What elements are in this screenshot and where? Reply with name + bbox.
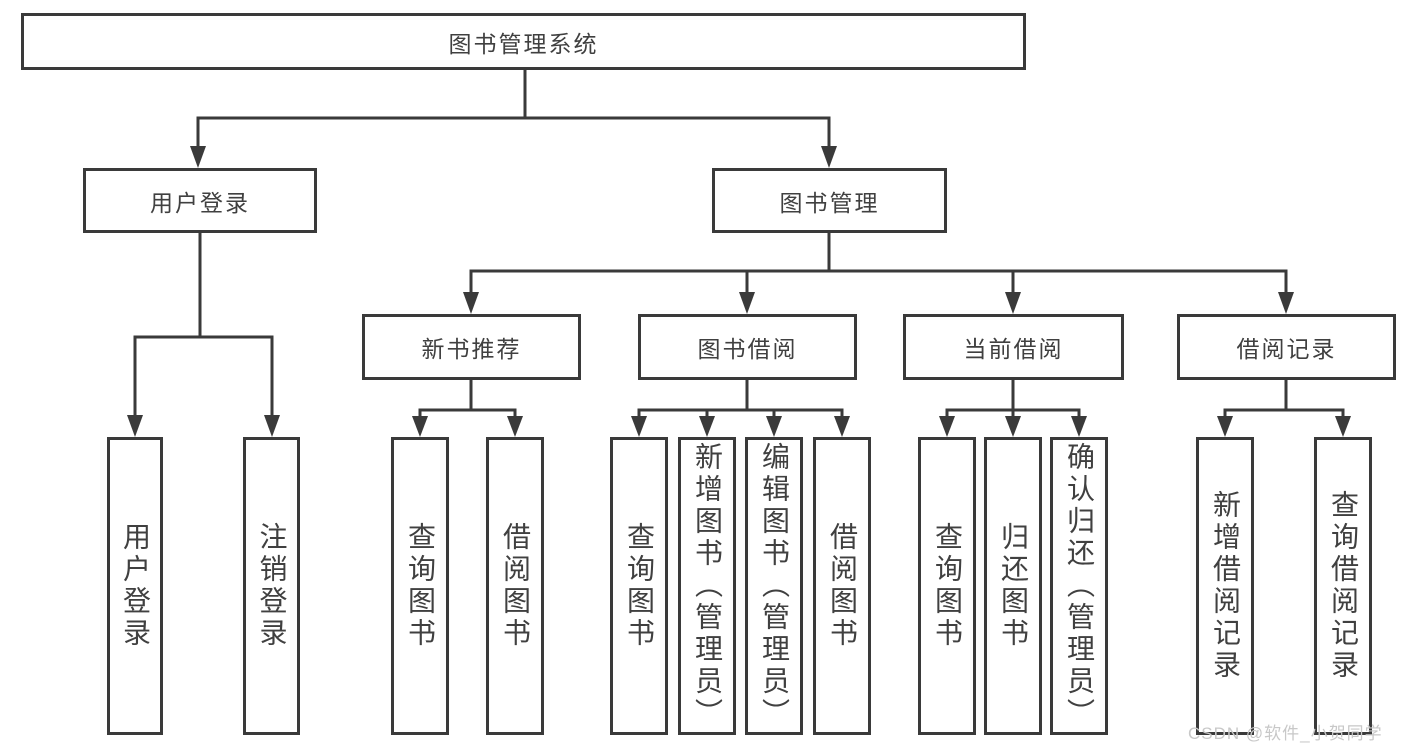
leaf-query-borrow-record: 查询借阅记录 [1314,437,1372,735]
leaf-return-books-label: 归还图书 [998,522,1029,650]
leaf-borrow-books-label: 借阅图书 [827,522,858,650]
leaf-borrow-books-recommend: 借阅图书 [486,437,544,735]
leaf-edit-books-admin-label: 编辑图书（管理员） [759,442,790,730]
node-library-system: 图书管理系统 [21,13,1026,70]
node-current-borrow: 当前借阅 [903,314,1124,380]
node-new-book-recommend-label: 新书推荐 [421,336,522,362]
leaf-user-login-label: 用户登录 [120,522,151,650]
leaf-add-books-admin: 新增图书（管理员） [678,437,736,735]
leaf-user-login: 用户登录 [107,437,163,735]
leaf-query-books-current: 查询图书 [918,437,976,735]
leaf-borrow-books: 借阅图书 [813,437,871,735]
node-book-management-label: 图书管理 [779,189,880,216]
node-book-borrow-label: 图书借阅 [697,336,798,362]
node-new-book-recommend: 新书推荐 [362,314,581,380]
leaf-query-books-recommend-label: 查询图书 [405,522,436,650]
node-user-login: 用户登录 [83,168,317,233]
leaf-borrow-books-recommend-label: 借阅图书 [500,522,531,650]
node-book-management: 图书管理 [712,168,947,233]
node-user-login-label: 用户登录 [150,189,250,216]
leaf-add-borrow-record-label: 新增借阅记录 [1210,490,1241,682]
node-borrow-records: 借阅记录 [1177,314,1396,380]
leaf-edit-books-admin: 编辑图书（管理员） [745,437,803,735]
leaf-confirm-return-admin-label: 确认归还（管理员） [1064,442,1095,730]
leaf-add-books-admin-label: 新增图书（管理员） [692,442,723,730]
leaf-query-books-borrow: 查询图书 [610,437,668,735]
watermark: CSDN @软件_小贺同学 [1188,724,1383,743]
leaf-logout-login: 注销登录 [243,437,300,735]
node-book-borrow: 图书借阅 [638,314,857,380]
leaf-logout-login-label: 注销登录 [256,522,288,650]
leaf-query-books-current-label: 查询图书 [932,522,963,650]
node-library-system-label: 图书管理系统 [448,30,599,57]
node-current-borrow-label: 当前借阅 [963,336,1064,362]
node-borrow-records-label: 借阅记录 [1236,336,1337,362]
leaf-return-books: 归还图书 [984,437,1042,735]
leaf-add-borrow-record: 新增借阅记录 [1196,437,1254,735]
leaf-query-books-recommend: 查询图书 [391,437,449,735]
leaf-query-books-borrow-label: 查询图书 [624,522,655,650]
leaf-query-borrow-record-label: 查询借阅记录 [1328,490,1359,682]
leaf-confirm-return-admin: 确认归还（管理员） [1050,437,1108,735]
